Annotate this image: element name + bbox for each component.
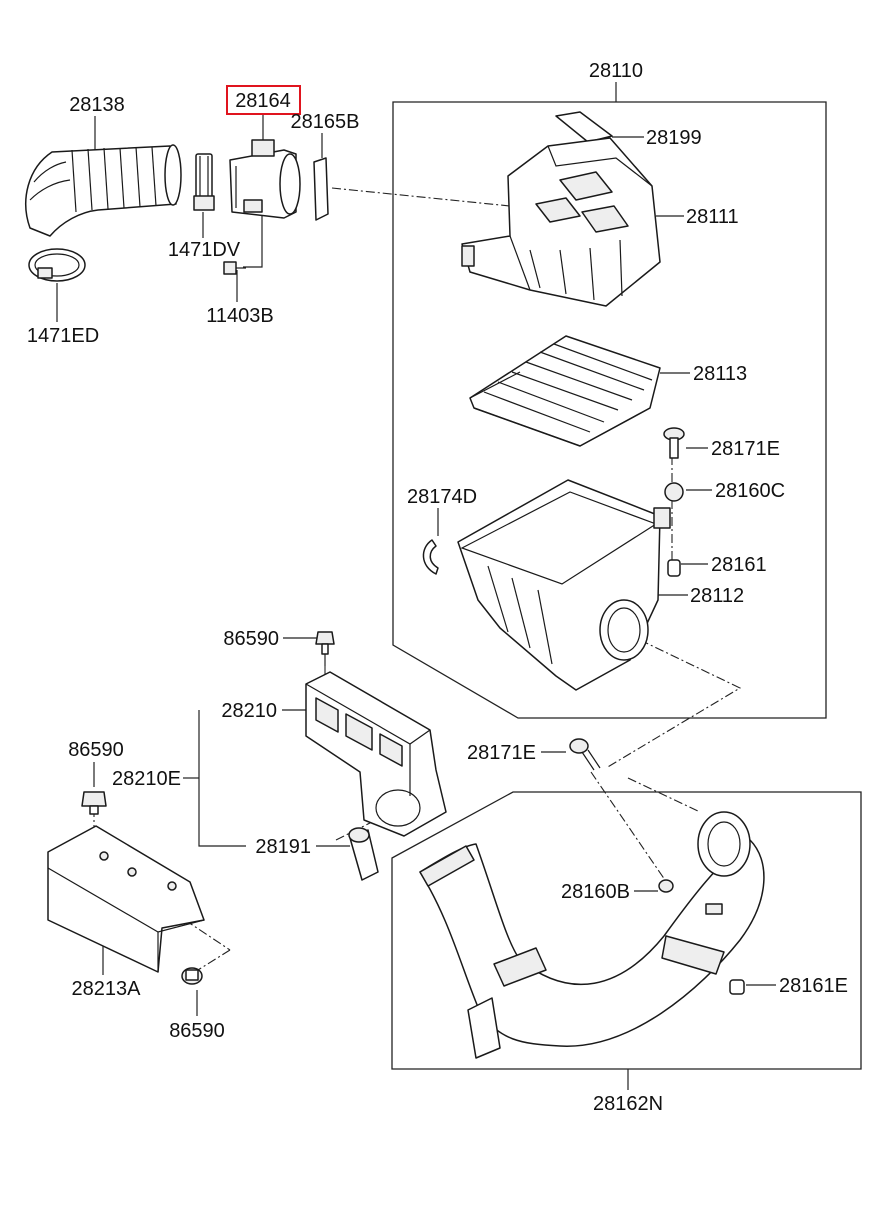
label-28161E: 28161E (779, 975, 848, 997)
leader-lines (56, 82, 776, 1090)
gasket-part (313, 157, 329, 221)
air-duct-part (305, 671, 447, 837)
label-86590-upper: 86590 (223, 628, 279, 650)
label-1471ED: 1471ED (27, 325, 99, 347)
label-28160B: 28160B (561, 881, 630, 903)
air-cleaner-cover-part (461, 137, 661, 307)
bolt-86590-lower-part (181, 967, 203, 985)
label-28111: 28111 (686, 206, 739, 228)
bolt-86590-left-part (81, 791, 107, 815)
bolt-28171e-upper-part (663, 427, 685, 459)
air-filter-element-part (469, 335, 661, 447)
label-28210E: 28210E (112, 768, 181, 790)
label-28210: 28210 (221, 700, 277, 722)
label-28213A: 28213A (72, 978, 142, 1000)
label-28113: 28113 (693, 363, 747, 385)
label-28161: 28161 (711, 554, 767, 576)
assembly-centerlines (93, 187, 742, 971)
label-28191: 28191 (255, 836, 311, 858)
intake-hose-28162n-part (419, 811, 765, 1059)
label-86590-left: 86590 (68, 739, 124, 761)
grommet-28191-part (348, 827, 379, 881)
cover-plate-28213a-part (47, 825, 205, 973)
label-28110: 28110 (589, 60, 643, 82)
label-1471DV: 1471DV (168, 239, 241, 261)
grommet-28160c-part (664, 482, 684, 502)
label-28171E-upper: 28171E (711, 438, 780, 460)
label-28160C: 28160C (715, 480, 785, 502)
clip-28174d-part (422, 539, 439, 575)
label-86590-lower: 86590 (169, 1020, 225, 1042)
part-labels: 28110 28138 28164 28165B 28199 28111 147… (27, 60, 848, 1115)
intake-bellows-hose-part (25, 144, 182, 237)
label-28174D: 28174D (407, 486, 477, 508)
grommet-28160b-part (658, 879, 674, 893)
label-28138: 28138 (69, 94, 125, 116)
label-28171E-lower: 28171E (467, 742, 536, 764)
air-flow-sensor-part (229, 139, 301, 219)
label-28165B: 28165B (291, 111, 360, 133)
label-11403B: 11403B (206, 305, 273, 327)
bolt-28171e-lower-part (569, 738, 601, 771)
hose-clamp-part (28, 248, 86, 282)
air-cleaner-body-part (457, 479, 671, 691)
label-plate-part (555, 111, 613, 143)
label-28199: 28199 (646, 127, 702, 149)
air-cleaner-assembly-frame (392, 101, 827, 719)
label-28112: 28112 (690, 585, 744, 607)
connector-clip-part (193, 153, 215, 211)
label-28164: 28164 (235, 90, 291, 112)
collar-28161e-part (729, 979, 745, 995)
highlight-box-28164 (226, 85, 301, 115)
intake-hose-assembly-frame (391, 791, 862, 1070)
bolt-11403b-part (223, 261, 246, 275)
bolt-86590-upper-part (315, 631, 335, 655)
collar-28161-part (667, 559, 681, 577)
label-28162N: 28162N (593, 1093, 663, 1115)
